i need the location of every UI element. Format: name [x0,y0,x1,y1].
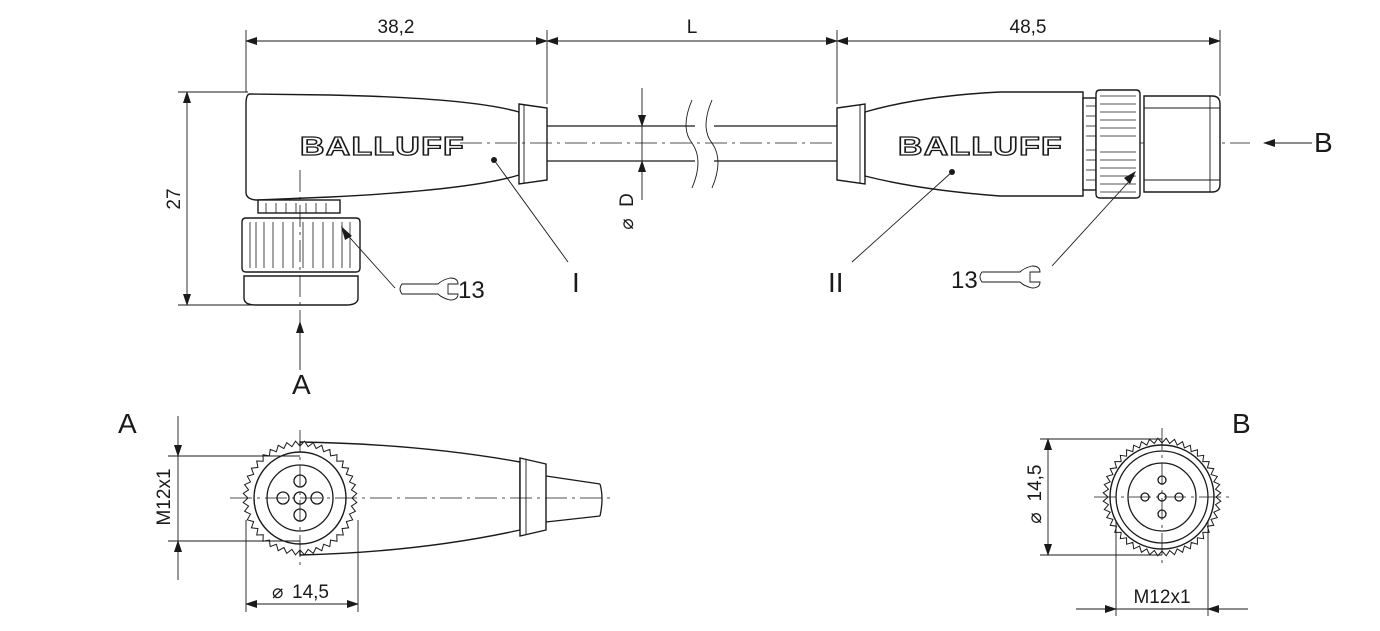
right-straight-connector: BALLUFF 13 II [828,89,1333,298]
wrench-size-left: 13 [458,277,485,304]
dim-height: 27 [164,188,185,209]
wrench-icon-left [399,277,459,301]
dim-diameter-a: 14,5 [292,582,329,603]
dim-thread-b: M12x1 [1133,587,1190,608]
dim-cable-diameter-symbol: ⌀ [617,218,638,229]
brand-logo-left: BALLUFF [300,131,465,161]
wrench-size-right: 13 [951,267,978,294]
view-a: A M12x1 ⌀ 14,5 [118,408,610,612]
part-label-two: II [828,267,844,298]
brand-logo-right: BALLUFF [898,131,1063,161]
dim-right-connector-length: 48,5 [1010,17,1047,38]
part-label-one: I [572,267,580,298]
left-angled-connector: BALLUFF 13 I A [241,93,580,400]
view-arrow-a: A [292,369,311,400]
view-arrow-b: B [1314,127,1333,158]
view-b: B ⌀ 14,5 M12x1 [1025,408,1251,616]
dim-diameter-b-symbol: ⌀ [1025,512,1046,523]
dim-cable-diameter: D [617,193,638,207]
dim-thread-a: M12x1 [154,468,175,525]
view-a-title: A [118,408,137,439]
view-b-title: B [1232,408,1251,439]
dim-left-connector-length: 38,2 [378,17,415,38]
dim-diameter-b: 14,5 [1025,465,1046,502]
wrench-icon-right [979,265,1041,289]
dim-cable-length: L [687,17,698,38]
dim-diameter-a-symbol: ⌀ [272,582,283,603]
top-dimension-chain: 38,2 L 48,5 [245,17,1221,104]
